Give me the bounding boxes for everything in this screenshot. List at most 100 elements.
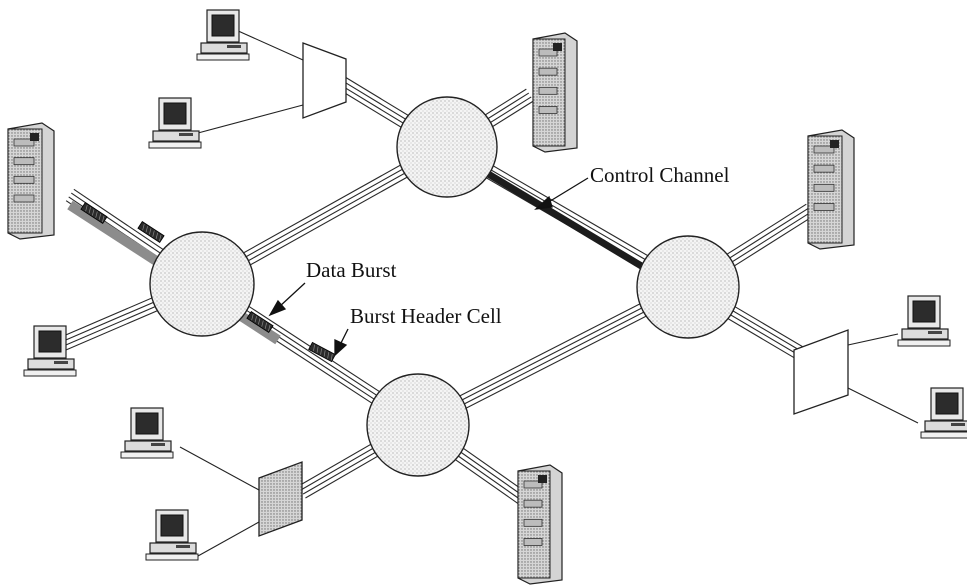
drive-slot — [54, 361, 68, 364]
burst-header-cell — [308, 341, 336, 363]
drive-slot — [928, 331, 942, 334]
base-unit — [200, 42, 248, 54]
drive-bay — [523, 518, 543, 527]
cell-body — [308, 341, 336, 363]
server-tower-icon — [807, 129, 855, 250]
drive-bay — [13, 175, 35, 184]
drive-slot — [227, 45, 241, 48]
control-channel-arrow — [546, 177, 589, 204]
cell-texture — [149, 228, 152, 235]
drive-slot — [951, 423, 965, 426]
desktop-computer-icon — [897, 295, 951, 347]
annotation-arrows — [268, 177, 589, 357]
drive-bay — [813, 145, 835, 154]
drive-bay — [538, 106, 558, 114]
keyboard — [145, 553, 199, 561]
cell-texture — [98, 213, 102, 220]
drive-slot — [176, 545, 190, 548]
cell-texture — [85, 204, 88, 212]
burst-header-cell — [137, 221, 165, 243]
edge-mux-right — [793, 329, 849, 415]
base-unit — [149, 542, 197, 554]
drive-bay — [538, 67, 558, 76]
drive-bay — [538, 48, 558, 57]
desktop-computer-icon — [145, 509, 199, 561]
keyboard — [23, 369, 77, 377]
drive-slot — [179, 133, 193, 136]
host-cable — [235, 29, 304, 61]
cell-texture — [254, 316, 257, 323]
core-router-node — [149, 231, 255, 337]
drive-bay — [523, 538, 543, 546]
drive-bay — [538, 86, 558, 95]
drive-bay — [13, 138, 35, 147]
keyboard — [196, 53, 250, 61]
host-cable — [197, 521, 260, 557]
host-cable — [197, 104, 304, 134]
base-unit — [152, 130, 200, 142]
cell-texture — [261, 320, 264, 327]
host-cable — [179, 446, 260, 491]
burst-header-cell-label: Burst Header Cell — [350, 304, 502, 328]
drive-bay — [13, 194, 35, 203]
drive-bay — [813, 203, 835, 211]
keyboard — [897, 339, 951, 347]
cell-body — [80, 202, 108, 224]
data-burst-arrowhead — [268, 299, 287, 317]
drive-bay — [523, 499, 543, 508]
cell-texture — [95, 211, 98, 218]
cell-texture — [316, 346, 319, 353]
base-unit — [924, 420, 967, 432]
control-channel-path — [468, 160, 670, 285]
desktop-computer-icon — [23, 325, 77, 377]
cell-texture — [159, 234, 162, 242]
power-led — [30, 133, 39, 141]
keyboard — [120, 451, 174, 459]
power-led — [538, 475, 547, 483]
host-computers — [7, 9, 967, 585]
cell-texture — [145, 226, 148, 233]
screen — [912, 300, 936, 323]
cell-texture — [92, 209, 95, 216]
desktop-computer-icon — [196, 9, 250, 61]
keyboard — [920, 431, 967, 439]
cell-body — [246, 311, 274, 333]
desktop-computer-icon — [920, 387, 967, 439]
host-cable — [847, 333, 899, 346]
cell-texture — [251, 313, 254, 321]
drive-bay — [13, 157, 35, 166]
cell-texture — [323, 350, 326, 357]
cell-texture — [313, 344, 315, 351]
power-led — [830, 140, 839, 148]
base-unit — [27, 358, 75, 370]
server-tower-icon — [517, 464, 563, 585]
edge-mux-bottom — [258, 461, 303, 537]
cell-texture — [142, 223, 145, 231]
network-nodes — [149, 29, 919, 557]
cell-body — [137, 221, 165, 243]
data-burst-arrow — [278, 282, 306, 308]
burst-header-arrowhead — [334, 338, 348, 357]
screen — [38, 330, 62, 353]
cell-texture — [152, 230, 155, 237]
screen — [163, 102, 187, 125]
keyboard — [148, 141, 202, 149]
cell-texture — [258, 318, 261, 325]
desktop-computer-icon — [120, 407, 174, 459]
data-burst-label: Data Burst — [306, 258, 397, 282]
drive-slot — [151, 443, 165, 446]
cell-texture — [88, 207, 91, 214]
power-led — [553, 43, 562, 51]
host-cable — [847, 387, 919, 424]
base-unit — [124, 440, 172, 452]
desktop-computer-icon — [148, 97, 202, 149]
drive-bay — [813, 164, 835, 173]
screen — [935, 392, 959, 415]
screen — [160, 514, 184, 537]
drive-bay — [523, 480, 543, 489]
drive-bay — [813, 183, 835, 192]
core-router-node — [396, 96, 498, 198]
cell-texture — [320, 348, 322, 355]
control-channel-label: Control Channel — [590, 163, 730, 187]
